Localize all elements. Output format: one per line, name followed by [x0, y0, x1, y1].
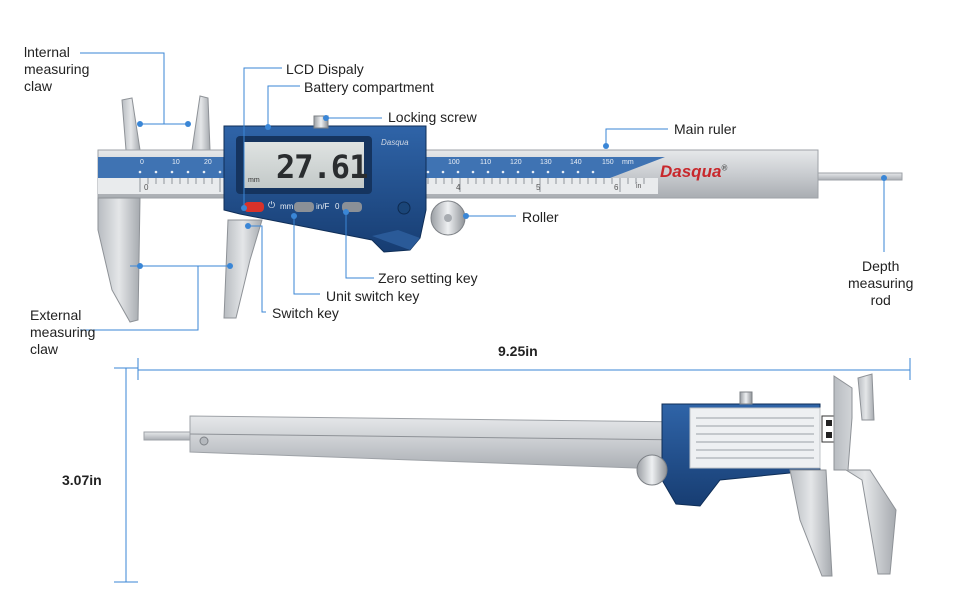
mm-tick — [516, 170, 520, 174]
label-main-ruler: Main ruler — [674, 121, 737, 137]
leader-main-ruler — [605, 128, 668, 146]
label-unit-key: Unit switch key — [326, 288, 420, 304]
label-sticker — [689, 407, 821, 469]
leader-zero-key — [345, 210, 374, 279]
mm-scale-label: 130 — [540, 159, 552, 166]
label-external-claw: External measuring claw — [30, 307, 96, 357]
mm-tick — [471, 170, 475, 174]
mm-scale-label: 120 — [510, 159, 522, 166]
label-zero-key: Zero setting key — [378, 270, 478, 286]
lcd-screen — [244, 142, 364, 188]
leader-switch-key — [248, 225, 266, 313]
roller-hub — [444, 214, 452, 222]
depth-rod — [817, 172, 903, 181]
scale-ticks — [138, 170, 645, 192]
thumb-grip — [372, 230, 420, 250]
top-caliper — [97, 95, 903, 323]
unit-switch-key — [294, 202, 314, 212]
label-roller: Roller — [522, 209, 559, 225]
leader-unit-key — [293, 216, 320, 295]
label-switch-key: Switch key — [272, 305, 339, 321]
internal-claw-bottom — [857, 373, 875, 421]
mm-tick — [186, 170, 190, 174]
mm-scale-label: 140 — [570, 159, 582, 166]
mm-scale-label: 110 — [480, 159, 492, 166]
brand-name: Dasqua — [660, 162, 722, 181]
roller-bottom — [636, 454, 668, 486]
mm-scale-label: 100 — [448, 159, 460, 166]
width-dimension-label: 9.25in — [498, 343, 538, 359]
mm-scale-label: 0 — [140, 159, 144, 166]
mm-tick — [486, 170, 490, 174]
beam-rivet — [199, 436, 209, 446]
mm-tick — [591, 170, 595, 174]
mm-tick — [531, 170, 535, 174]
inch-scale-label: 4 — [456, 183, 461, 192]
mm-tick — [576, 170, 580, 174]
sticker-text-lines — [696, 417, 814, 459]
fixed-jaw-bottom — [833, 375, 897, 575]
mm-scale-unit: mm — [622, 159, 634, 166]
mm-scale-label: 10 — [172, 159, 180, 166]
leader-internal-claw — [80, 52, 165, 125]
key-mm-label: mm — [280, 202, 294, 211]
inch-scale-label: 6 — [614, 183, 619, 192]
mm-scale-label: 150 — [602, 159, 614, 166]
mm-tick — [426, 170, 430, 174]
main-beam-bottom — [189, 415, 691, 471]
mm-tick — [456, 170, 460, 174]
label-locking-screw: Locking screw — [388, 109, 477, 125]
label-battery: Battery compartment — [304, 79, 434, 95]
height-dimension-label: 3.07in — [62, 472, 102, 488]
mm-tick — [501, 170, 505, 174]
bottom-caliper — [143, 373, 897, 577]
key-inf-label: in/F — [316, 202, 330, 211]
brand-mark: ® — [721, 163, 728, 173]
lcd-brand: Dasqua — [381, 138, 409, 147]
mm-tick — [218, 170, 222, 174]
internal-claw-sliding — [191, 95, 211, 151]
depth-rod-bottom — [143, 431, 195, 441]
lcd-unit: mm — [248, 177, 260, 184]
switch-key — [244, 202, 264, 212]
mm-tick — [441, 170, 445, 174]
mm-tick — [561, 170, 565, 174]
slider-button — [397, 201, 411, 215]
leader-lines-top — [80, 52, 885, 331]
external-claw-sliding — [223, 219, 263, 319]
key-zero-label: 0 — [335, 202, 340, 211]
mm-tick — [138, 170, 142, 174]
inch-scale-label: 0 — [144, 183, 149, 192]
mm-tick — [202, 170, 206, 174]
inch-scale-label: 5 — [536, 183, 541, 192]
external-claw-fixed — [97, 197, 141, 323]
brand-logo: Dasqua® — [660, 162, 727, 182]
mm-tick — [170, 170, 174, 174]
dimension-lines — [114, 358, 911, 583]
mm-scale-label: 20 — [204, 159, 212, 166]
leader-battery — [267, 85, 300, 126]
leader-external-claw — [80, 265, 199, 331]
leader-lcd — [243, 67, 282, 210]
locking-screw-bottom — [739, 391, 753, 405]
label-depth-rod: Depth measuring rod — [848, 258, 914, 308]
power-icon: ⏻ — [268, 200, 276, 210]
mm-tick — [546, 170, 550, 174]
mm-tick — [154, 170, 158, 174]
leader-dots — [137, 115, 887, 269]
lcd-reading: 27.61 — [276, 148, 368, 186]
label-internal-claw: lnternal measuring claw — [24, 44, 90, 94]
label-lcd-display: LCD Dispaly — [286, 61, 364, 77]
inch-scale-unit: in — [636, 183, 642, 190]
sliding-jaw-bottom — [789, 469, 833, 577]
